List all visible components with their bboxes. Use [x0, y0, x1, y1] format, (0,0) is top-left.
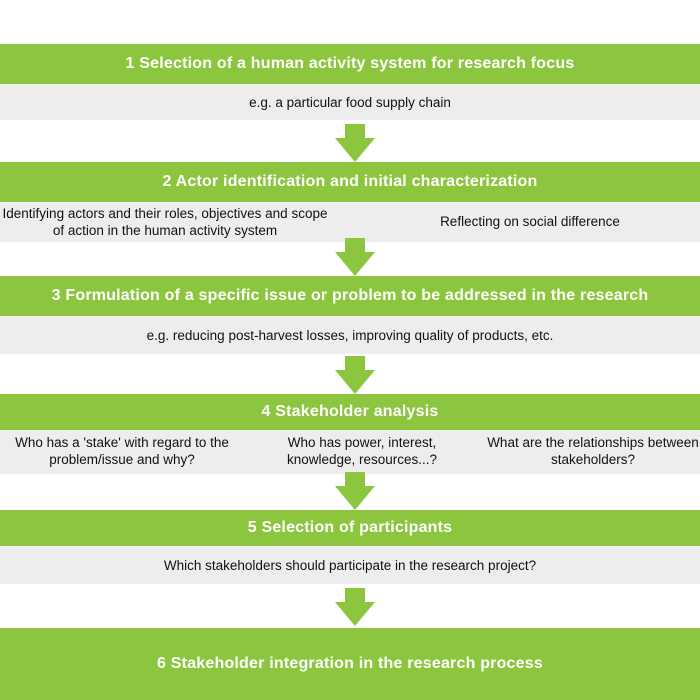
step-4-detail-relationships: What are the relationships between stake…: [487, 435, 699, 467]
step-5-detail: Which stakeholders should participate in…: [163, 557, 537, 573]
down-arrow-icon: [335, 472, 375, 510]
step-4-detail-power: Who has power, interest, knowledge, reso…: [286, 435, 438, 467]
down-arrow-icon: [335, 356, 375, 394]
step-2-details: Identifying actors and their roles, obje…: [0, 202, 700, 242]
down-arrow-icon: [335, 588, 375, 626]
down-arrow-icon: [335, 124, 375, 162]
step-4-details: Who has a 'stake' with regard to the pro…: [0, 430, 700, 474]
step-2-title: 2 Actor identification and initial chara…: [0, 162, 700, 202]
step-5-title: 5 Selection of participants: [0, 510, 700, 546]
step-2-detail-actors: Identifying actors and their roles, obje…: [2, 206, 328, 238]
step-3-title: 3 Formulation of a specific issue or pro…: [0, 276, 700, 316]
step-3-detail: e.g. reducing post-harvest losses, impro…: [146, 327, 554, 343]
step-1-title: 1 Selection of a human activity system f…: [0, 44, 700, 84]
step-6-title: 6 Stakeholder integration in the researc…: [0, 628, 700, 700]
down-arrow-icon: [335, 238, 375, 276]
step-2-detail-social: Reflecting on social difference: [440, 214, 620, 229]
step-4-detail-stake: Who has a 'stake' with regard to the pro…: [15, 435, 229, 467]
step-1-detail: e.g. a particular food supply chain: [249, 94, 451, 110]
step-5-details: Which stakeholders should participate in…: [0, 546, 700, 584]
step-3-details: e.g. reducing post-harvest losses, impro…: [0, 316, 700, 354]
step-1-details: e.g. a particular food supply chain: [0, 84, 700, 120]
step-4-title: 4 Stakeholder analysis: [0, 394, 700, 430]
